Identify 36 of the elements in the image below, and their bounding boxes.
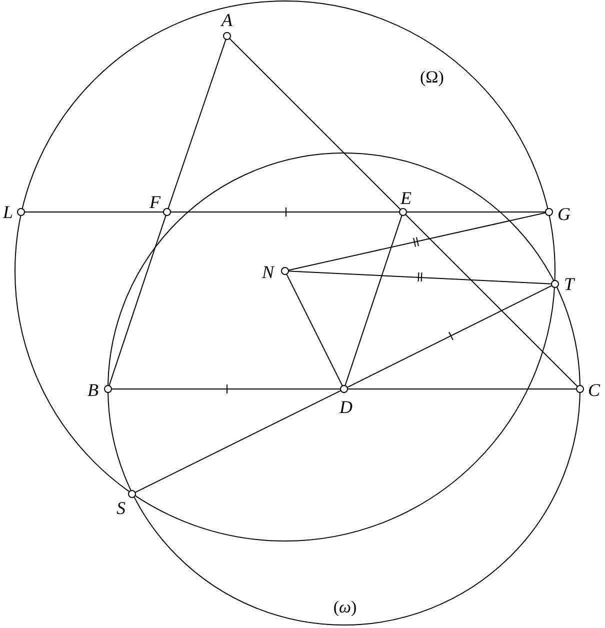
point-marker xyxy=(576,385,584,393)
line-segment xyxy=(346,285,552,388)
point-marker xyxy=(104,385,112,393)
point-marker xyxy=(281,267,289,275)
line-segment xyxy=(134,390,342,493)
point-label: L xyxy=(3,203,13,221)
point-label: T xyxy=(564,275,574,293)
point-label: D xyxy=(340,398,352,416)
point-label: C xyxy=(588,381,600,399)
point-label: S xyxy=(116,499,126,517)
line-segment xyxy=(404,214,578,388)
point-marker xyxy=(551,280,559,288)
line-segment xyxy=(108,214,166,386)
line-segment xyxy=(288,212,546,271)
line-segment xyxy=(344,214,402,386)
point-label: B xyxy=(88,381,98,399)
point-marker xyxy=(399,208,407,216)
point-label: A xyxy=(222,11,232,29)
line-segment xyxy=(288,270,552,284)
point-marker xyxy=(340,385,348,393)
point-marker xyxy=(223,32,231,40)
circle-label: (Ω) xyxy=(420,68,444,86)
line-segment xyxy=(347,388,577,390)
point-label: G xyxy=(558,205,570,223)
point-label: F xyxy=(150,193,160,211)
line-segment xyxy=(168,38,226,210)
point-marker xyxy=(163,208,171,216)
point-marker xyxy=(17,208,25,216)
point-label: E xyxy=(400,189,412,207)
point-marker xyxy=(128,490,136,498)
circle-label: (ω) xyxy=(333,598,357,616)
line-segment xyxy=(228,38,402,210)
point-marker xyxy=(545,208,553,216)
line-segment xyxy=(286,274,343,386)
line-segment xyxy=(111,388,341,390)
point-label: N xyxy=(262,263,274,281)
